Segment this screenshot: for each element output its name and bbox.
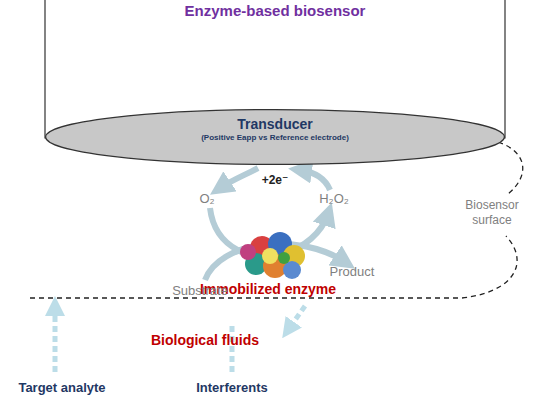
surface-line (30, 297, 462, 298)
species-label: H₂O₂ (319, 191, 349, 206)
medium-label: Biological fluids (151, 332, 259, 348)
node-heading: Transducer (45, 116, 505, 132)
species-label: O₂ (199, 191, 214, 206)
enzyme-structure (240, 232, 305, 279)
electron-arrow (220, 168, 258, 188)
interferent-arrow (288, 306, 305, 330)
electron-arrow (300, 170, 330, 190)
node-subtext: (Positive Eapp vs Reference electrode) (45, 133, 505, 142)
node-heading: Enzyme-based biosensor (45, 2, 505, 19)
substrate-label: Substrate (172, 283, 228, 298)
surface-brace (462, 236, 517, 298)
analyte-arrow (53, 306, 58, 372)
surface-label: Biosensor surface (457, 198, 527, 228)
product-label: Product (330, 264, 375, 279)
transducer-ellipse: Transducer(Positive Eapp vs Reference el… (45, 109, 505, 165)
electron-label: +2e⁻ (262, 173, 289, 187)
surface-brace (498, 142, 523, 194)
analyte-label: Target analyte (18, 380, 105, 395)
interferent-label: Interferents (196, 380, 268, 395)
biosensor-electrode: Enzyme-based biosensorTransducer(Positiv… (45, 0, 505, 165)
